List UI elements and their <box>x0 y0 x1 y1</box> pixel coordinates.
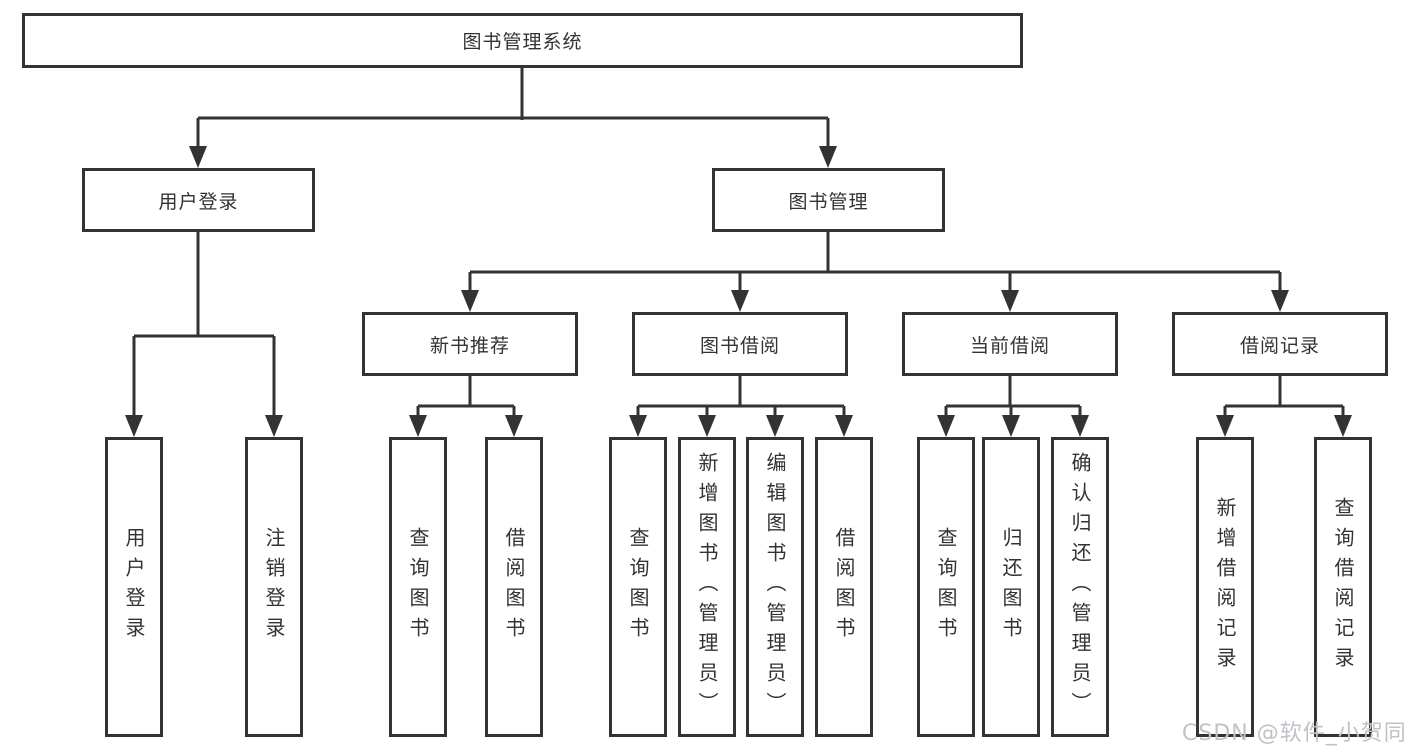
node-new-book-recommend-label: 新书推荐 <box>429 334 510 357</box>
node-borrowing-records-label: 借阅记录 <box>1239 334 1320 357</box>
arrowhead-icon <box>189 146 207 168</box>
node-user-login: 用户登录 <box>82 168 315 232</box>
leaf-query-borrow-record-label: 查询借阅记录 <box>1331 497 1355 677</box>
leaf-query-books-borrowing: 查询图书 <box>609 437 667 737</box>
node-book-borrowing: 图书借阅 <box>632 312 848 376</box>
leaf-query-books-recommend-label: 查询图书 <box>406 527 430 647</box>
leaf-user-login-label: 用户登录 <box>122 527 146 647</box>
arrowhead-icon <box>1271 290 1289 312</box>
node-borrowing-records: 借阅记录 <box>1172 312 1388 376</box>
node-current-borrowing-label: 当前借阅 <box>969 334 1050 357</box>
leaf-user-login: 用户登录 <box>105 437 163 737</box>
arrowhead-icon <box>409 415 427 437</box>
leaf-query-books-recommend: 查询图书 <box>389 437 447 737</box>
leaf-confirm-return-admin-label: 确认归还（管理员） <box>1068 452 1092 722</box>
leaf-query-books-borrowing-label: 查询图书 <box>626 527 650 647</box>
arrowhead-icon <box>1002 415 1020 437</box>
leaf-add-borrow-record-label: 新增借阅记录 <box>1213 497 1237 677</box>
arrowhead-icon <box>1001 290 1019 312</box>
leaf-query-borrow-record: 查询借阅记录 <box>1314 437 1372 737</box>
arrowhead-icon <box>766 415 784 437</box>
arrowhead-icon <box>731 290 749 312</box>
node-user-login-label: 用户登录 <box>158 190 239 213</box>
arrowhead-icon <box>819 146 837 168</box>
leaf-query-books-current-label: 查询图书 <box>934 527 958 647</box>
arrowhead-icon <box>265 415 283 437</box>
connector-path <box>132 68 1345 418</box>
leaf-logout-label: 注销登录 <box>262 527 286 647</box>
arrowhead-icon <box>461 290 479 312</box>
leaf-borrow-books: 借阅图书 <box>815 437 873 737</box>
leaf-borrow-books-recommend: 借阅图书 <box>485 437 543 737</box>
watermark: CSDN @软件_小贺同学 <box>1182 721 1405 746</box>
arrowhead-icon <box>1071 415 1089 437</box>
arrowhead-icon <box>937 415 955 437</box>
arrowhead-icon <box>505 415 523 437</box>
leaf-logout: 注销登录 <box>245 437 303 737</box>
arrowhead-icon <box>1216 415 1234 437</box>
arrowhead-icon <box>1334 415 1352 437</box>
leaf-edit-books-admin-label: 编辑图书（管理员） <box>763 452 787 722</box>
arrowhead-icon <box>698 415 716 437</box>
leaf-return-books-label: 归还图书 <box>999 527 1023 647</box>
node-book-borrowing-label: 图书借阅 <box>699 334 780 357</box>
node-book-management: 图书管理 <box>712 168 945 232</box>
node-book-management-label: 图书管理 <box>788 190 869 213</box>
node-root: 图书管理系统 <box>22 13 1023 68</box>
node-root-label: 图书管理系统 <box>462 31 583 53</box>
leaf-edit-books-admin: 编辑图书（管理员） <box>746 437 804 737</box>
arrowhead-icon <box>629 415 647 437</box>
leaf-return-books: 归还图书 <box>982 437 1040 737</box>
leaf-confirm-return-admin: 确认归还（管理员） <box>1051 437 1109 737</box>
node-new-book-recommend: 新书推荐 <box>362 312 578 376</box>
arrowhead-icon <box>125 415 143 437</box>
leaf-add-books-admin: 新增图书（管理员） <box>678 437 736 737</box>
leaf-borrow-books-label: 借阅图书 <box>832 527 856 647</box>
node-current-borrowing: 当前借阅 <box>902 312 1118 376</box>
leaf-add-borrow-record: 新增借阅记录 <box>1196 437 1254 737</box>
leaf-add-books-admin-label: 新增图书（管理员） <box>695 452 719 722</box>
leaf-query-books-current: 查询图书 <box>917 437 975 737</box>
leaf-borrow-books-recommend-label: 借阅图书 <box>502 527 526 647</box>
arrowheads <box>125 146 1352 437</box>
arrowhead-icon <box>835 415 853 437</box>
